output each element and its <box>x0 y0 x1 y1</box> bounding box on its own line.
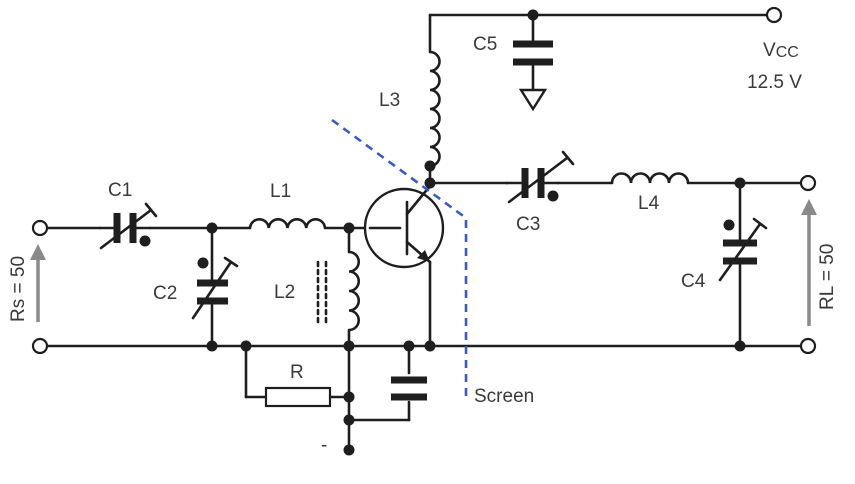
label-c2: C2 <box>153 283 177 304</box>
junction-nodes <box>206 9 746 456</box>
screen-label: Screen <box>474 386 534 407</box>
label-l4: L4 <box>638 193 660 214</box>
vcc-subscript: CC <box>776 44 799 61</box>
capacitor-bypass <box>391 376 427 401</box>
load-impedance-label: RL = 50 <box>817 244 838 310</box>
label-l2: L2 <box>274 282 295 303</box>
inductor-l4 <box>610 172 690 184</box>
transistor <box>363 184 445 269</box>
inductor-l3 <box>429 50 441 168</box>
resistor-r <box>264 386 332 408</box>
terminals <box>31 6 817 355</box>
label-c5: C5 <box>473 34 497 55</box>
label-c4: C4 <box>681 271 706 292</box>
capacitor-c4 <box>718 217 768 282</box>
vcc-main: V <box>763 40 776 61</box>
label-l3: L3 <box>379 90 400 111</box>
label-c1: C1 <box>108 180 132 201</box>
capacitor-c5 <box>513 40 553 66</box>
inductor-l1 <box>248 217 327 229</box>
screen-boundary <box>331 118 468 398</box>
capacitor-c3 <box>505 150 575 204</box>
source-impedance-label: Rs = 50 <box>8 256 29 322</box>
capacitor-c1 <box>98 202 158 250</box>
source-arrow <box>30 244 46 322</box>
vcc-label: VCC <box>763 40 799 61</box>
capacitor-c2 <box>191 256 239 320</box>
ferrite-core <box>316 260 328 324</box>
ground-icon <box>518 88 548 112</box>
label-c3: C3 <box>516 214 540 235</box>
bias-label: - <box>321 435 327 456</box>
label-r: R <box>290 362 304 383</box>
load-arrow <box>801 199 817 326</box>
label-l1: L1 <box>270 181 291 202</box>
inductor-l2 <box>316 250 361 332</box>
vcc-voltage: 12.5 V <box>747 72 802 93</box>
